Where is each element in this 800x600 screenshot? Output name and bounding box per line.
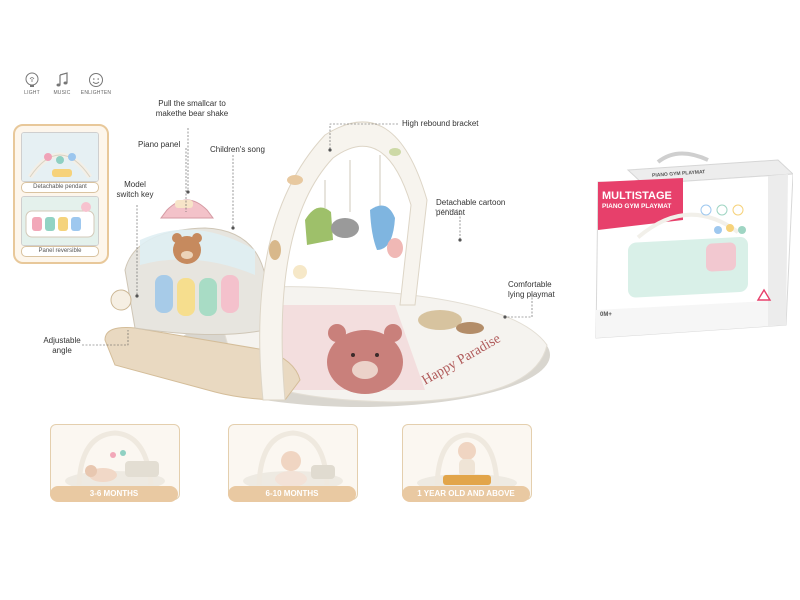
feature-enlighten: ENLIGHTEN <box>76 72 116 96</box>
piano-key-blue <box>155 275 173 313</box>
small-car <box>160 199 214 219</box>
callout-childrens-song: Children's song <box>210 145 265 154</box>
dinosaur-pendant <box>305 207 333 245</box>
box-title-line2: PIANO GYM PLAYMAT <box>602 203 672 210</box>
detachable-pendant-label: Detachable pendant <box>21 182 99 193</box>
rebound-bracket-arch <box>259 121 428 401</box>
panel-reversible-image <box>21 196 99 246</box>
box-handle <box>656 151 709 164</box>
box-age-badge: 0M+ <box>600 312 612 318</box>
seahorse-pendant <box>370 205 395 250</box>
age-warning-icon <box>756 288 772 301</box>
playmat-product-illustration: Happy Paradise <box>104 121 550 407</box>
elephant-pendant <box>331 218 359 238</box>
detachable-pendant-image <box>21 132 99 182</box>
callout-high-rebound: High rebound bracket <box>402 119 479 128</box>
callout-model-switch: Model switch key <box>116 180 154 199</box>
piano-key-yellow <box>177 278 195 316</box>
model-switch-knob <box>110 289 132 311</box>
feature-music-label: MUSIC <box>53 90 71 96</box>
feature-side-panel: Detachable pendant Panel reversible <box>13 124 109 264</box>
bunny-pendant <box>387 238 403 258</box>
feature-light: LIGHT <box>12 72 52 96</box>
callout-piano-panel: Piano panel <box>138 140 181 149</box>
callout-pull-car: Pull the smallcar to makethe bear shake <box>155 99 229 118</box>
callout-detachable-pendant: Detachable cartoon pendant <box>436 198 506 217</box>
box-title-line1: MULTISTAGE <box>602 190 672 202</box>
piano-key-pink <box>221 275 239 313</box>
piano-key-green <box>199 278 217 316</box>
age-label-6-10: 6-10 MONTHS <box>228 486 356 502</box>
feature-enlighten-label: ENLIGHTEN <box>80 90 112 96</box>
age-label-1-year: 1 YEAR OLD AND ABOVE <box>402 486 530 502</box>
music-note-icon <box>56 72 68 87</box>
callout-adjustable-angle: Adjustable angle <box>43 336 81 355</box>
bulb-icon <box>25 72 39 87</box>
base-frame <box>104 327 301 401</box>
age-label-3-6: 3-6 MONTHS <box>50 486 178 502</box>
panel-reversible-label: Panel reversible <box>21 246 99 257</box>
feature-light-label: LIGHT <box>24 90 40 96</box>
feature-music: MUSIC <box>42 72 82 96</box>
callout-comfortable-mat: Comfortable lying playmat <box>508 280 555 299</box>
lion-pendant <box>293 265 307 279</box>
smile-face-icon <box>89 73 103 87</box>
product-box <box>595 151 793 339</box>
